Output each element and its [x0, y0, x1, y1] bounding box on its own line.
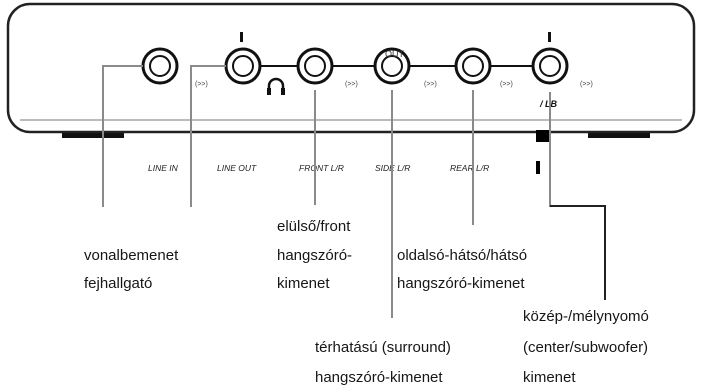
label-front-1: elülső/front: [277, 218, 351, 235]
tick-mark-left: [240, 32, 243, 42]
port-label-line-in: LINE IN: [148, 163, 179, 173]
port-label-front: FRONT L/R: [299, 163, 344, 173]
label-rear-2: hangszóró-kimenet: [397, 275, 525, 292]
marker-block-small: [536, 161, 540, 174]
leader-line-out: [190, 65, 226, 207]
label-front-2: hangszóró-: [277, 247, 353, 264]
jack-icon: (>>): [345, 81, 358, 88]
out-marking: OUT: [385, 49, 405, 59]
label-center-3: kimenet: [523, 369, 576, 386]
label-front-3: kimenet: [277, 275, 330, 292]
label-surround-1: térhatású (surround): [315, 339, 451, 356]
label-headphone: fejhallgató: [84, 275, 153, 292]
jack-rear: [454, 47, 492, 85]
jack-icon: (>>): [580, 81, 593, 88]
jack-line-in: [141, 47, 179, 85]
port-label-line-out: LINE OUT: [217, 163, 257, 173]
jack-front: [296, 47, 334, 85]
leader-center-sub-black: [550, 205, 606, 300]
jack-icon: (>>): [195, 81, 208, 88]
jack-icon: (>>): [424, 81, 437, 88]
device-body: [6, 2, 696, 134]
label-line-in: vonalbemenet: [84, 247, 179, 264]
leader-line-in: [102, 65, 143, 207]
label-surround-2: hangszóró-kimenet: [315, 369, 443, 386]
center-sub-marking: / LB: [539, 99, 557, 109]
jack-icon: (>>): [500, 81, 513, 88]
port-label-rear: REAR L/R: [450, 163, 489, 173]
label-center-2: (center/subwoofer): [523, 339, 649, 356]
label-center-1: közép-/mélynyomó: [523, 308, 649, 325]
marker-block: [536, 130, 549, 142]
jack-line-out: [224, 47, 262, 85]
tick-mark-right: [548, 32, 551, 42]
jack-center-sub: [531, 47, 569, 85]
label-rear-1: oldalsó-hátsó/hátsó: [397, 247, 528, 264]
headphone-icon: [267, 77, 285, 95]
